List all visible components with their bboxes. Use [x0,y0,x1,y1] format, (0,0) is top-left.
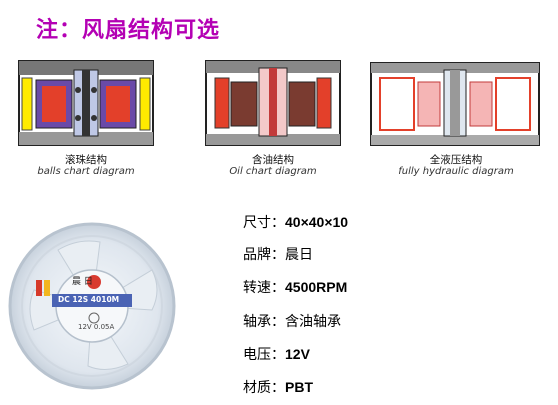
hydraulic-bearing-diagram [370,62,540,146]
fan-photo [8,222,176,390]
hydraulic-bearing-caption: 全液压结构 fully hydraulic diagram [398,154,514,177]
fan-rating-label: 12V 0.05A [78,323,115,331]
spec-brand: 品牌： 晨日 [243,247,313,263]
oil-bearing-caption: 含油结构 Oil chart diagram [229,154,317,177]
ball-bearing-diagram [18,60,154,146]
page-title: 注：风扇结构可选 [36,17,221,43]
spec-material: 材质： PBT [243,379,313,396]
spec-speed: 转速： 4500RPM [243,279,348,296]
ball-bearing-caption: 滚珠结构 balls chart diagram [37,154,135,177]
fan-brand-label: 晨 日 [72,277,93,287]
oil-bearing-diagram [205,60,341,146]
fan-model-label: DC 12S 4010M [58,295,120,304]
spec-voltage: 电压： 12V [243,346,310,363]
spec-bearing: 轴承： 含油轴承 [243,314,341,330]
spec-size: 尺寸： 40×40×10 [243,214,349,231]
